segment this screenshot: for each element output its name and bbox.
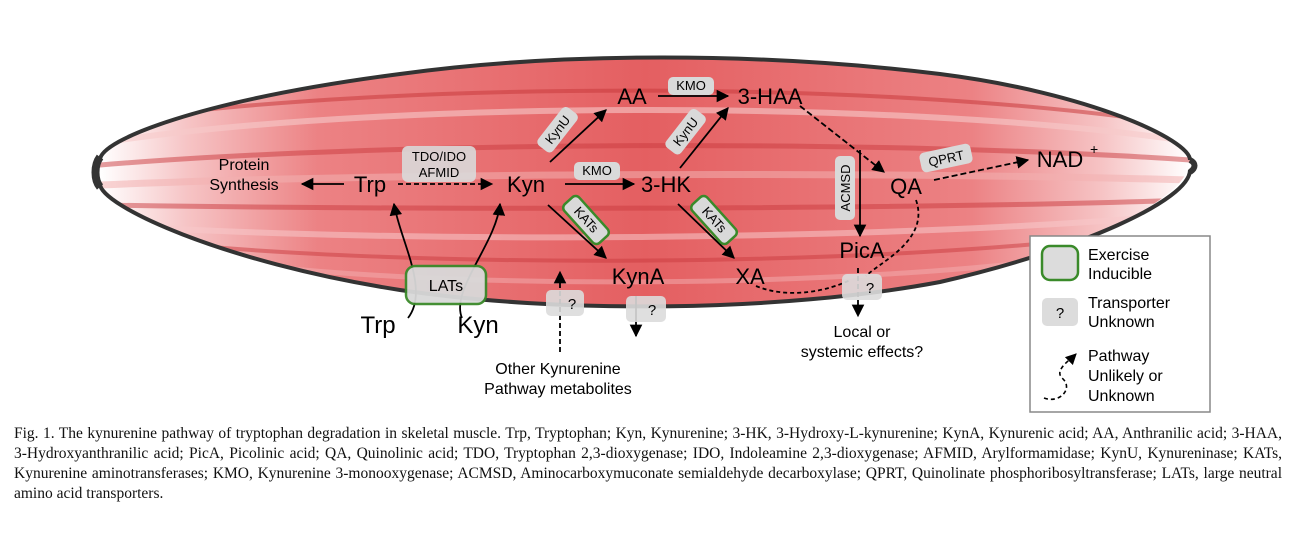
- arrow-3hk-to-xa: [677, 203, 735, 259]
- node-qa: QA: [890, 174, 922, 199]
- label-other-metabolites-line2: Pathway metabolites: [484, 381, 632, 398]
- enzyme-kmo-top: KMO: [668, 77, 714, 95]
- arrow-kyn-to-kyna: [547, 204, 607, 259]
- muscle-outline-top: [98, 55, 1192, 161]
- transporter-unknown-1-mark: ?: [568, 296, 576, 313]
- arrow-trp-import: [389, 202, 417, 319]
- node-nad-superscript: +: [1090, 141, 1098, 157]
- arrow-qa-to-nad: [933, 156, 1030, 181]
- label-other-metabolites-line1: Other Kynurenine: [495, 361, 621, 378]
- kynurenine-pathway-diagram: TDO/IDO AFMID KMO KMO KynU KynU KATs KAT…: [91, 55, 1211, 413]
- muscle-fiber-background: [100, 57, 1190, 307]
- transporter-unknown-2: ?: [626, 296, 666, 322]
- legend-transporter-line1: Transporter: [1088, 295, 1171, 312]
- node-xa: XA: [735, 264, 765, 289]
- enzyme-acmsd-label: ACMSD: [838, 165, 853, 212]
- arrow-kyn-to-aa: [549, 109, 607, 163]
- enzyme-lats: LATs: [404, 264, 488, 306]
- node-trp: Trp: [354, 172, 386, 197]
- legend-transporter-mark: ?: [1056, 305, 1064, 322]
- tendon-right: [1188, 157, 1198, 175]
- enzyme-kmo-mid: KMO: [574, 162, 620, 180]
- transporter-unknown-2-mark: ?: [648, 302, 656, 319]
- transporter-unknown-3: ?: [842, 274, 882, 300]
- enzyme-qprt: QPRT: [919, 143, 973, 173]
- legend-transporter-line2: Unknown: [1088, 314, 1155, 331]
- legend-exercise-swatch: [1040, 244, 1080, 282]
- node-trp-outside: Trp: [360, 312, 395, 339]
- enzyme-qprt-label: QPRT: [927, 147, 965, 169]
- node-kyna: KynA: [612, 264, 665, 289]
- node-kyn-outside: Kyn: [457, 312, 498, 339]
- legend-exercise-line2: Inducible: [1088, 266, 1152, 283]
- enzyme-lats-label: LATs: [429, 278, 463, 295]
- legend-pathway-line1: Pathway: [1088, 348, 1149, 365]
- enzyme-afmid-label: AFMID: [419, 165, 459, 180]
- node-3-haa: 3-HAA: [738, 84, 803, 109]
- enzyme-kmo-mid-label: KMO: [582, 163, 612, 178]
- enzyme-acmsd: ACMSD: [835, 156, 855, 220]
- arrow-3hk-to-3haa: [679, 107, 729, 169]
- node-kyn: Kyn: [507, 172, 545, 197]
- enzyme-kmo-top-label: KMO: [676, 78, 706, 93]
- node-nad: NAD: [1037, 147, 1083, 172]
- transporter-unknown-3-mark: ?: [866, 280, 874, 297]
- figure-caption: Fig. 1. The kynurenine pathway of trypto…: [14, 425, 1282, 502]
- enzyme-tdo-ido-afmid: TDO/IDO AFMID: [402, 146, 476, 182]
- node-protein-synthesis-line1: Protein: [219, 157, 270, 174]
- legend-transporter-swatch: [1042, 298, 1078, 326]
- legend: Exercise Inducible ? Transporter Unknown…: [1029, 235, 1211, 413]
- node-aa: AA: [617, 84, 647, 109]
- node-pica: PicA: [839, 238, 885, 263]
- tendon-left: [91, 154, 104, 190]
- legend-pathway-line2: Unlikely or: [1088, 368, 1163, 385]
- label-local-effects-line1: Local or: [834, 324, 892, 341]
- legend-exercise-line1: Exercise: [1088, 247, 1149, 264]
- transporter-unknown-1: ?: [546, 290, 584, 316]
- node-3-hk: 3-HK: [641, 172, 691, 197]
- label-local-effects-line2: systemic effects?: [801, 344, 924, 361]
- enzyme-tdo-ido-label: TDO/IDO: [412, 149, 466, 164]
- legend-pathway-line3: Unknown: [1088, 388, 1155, 405]
- node-protein-synthesis-line2: Synthesis: [209, 177, 278, 194]
